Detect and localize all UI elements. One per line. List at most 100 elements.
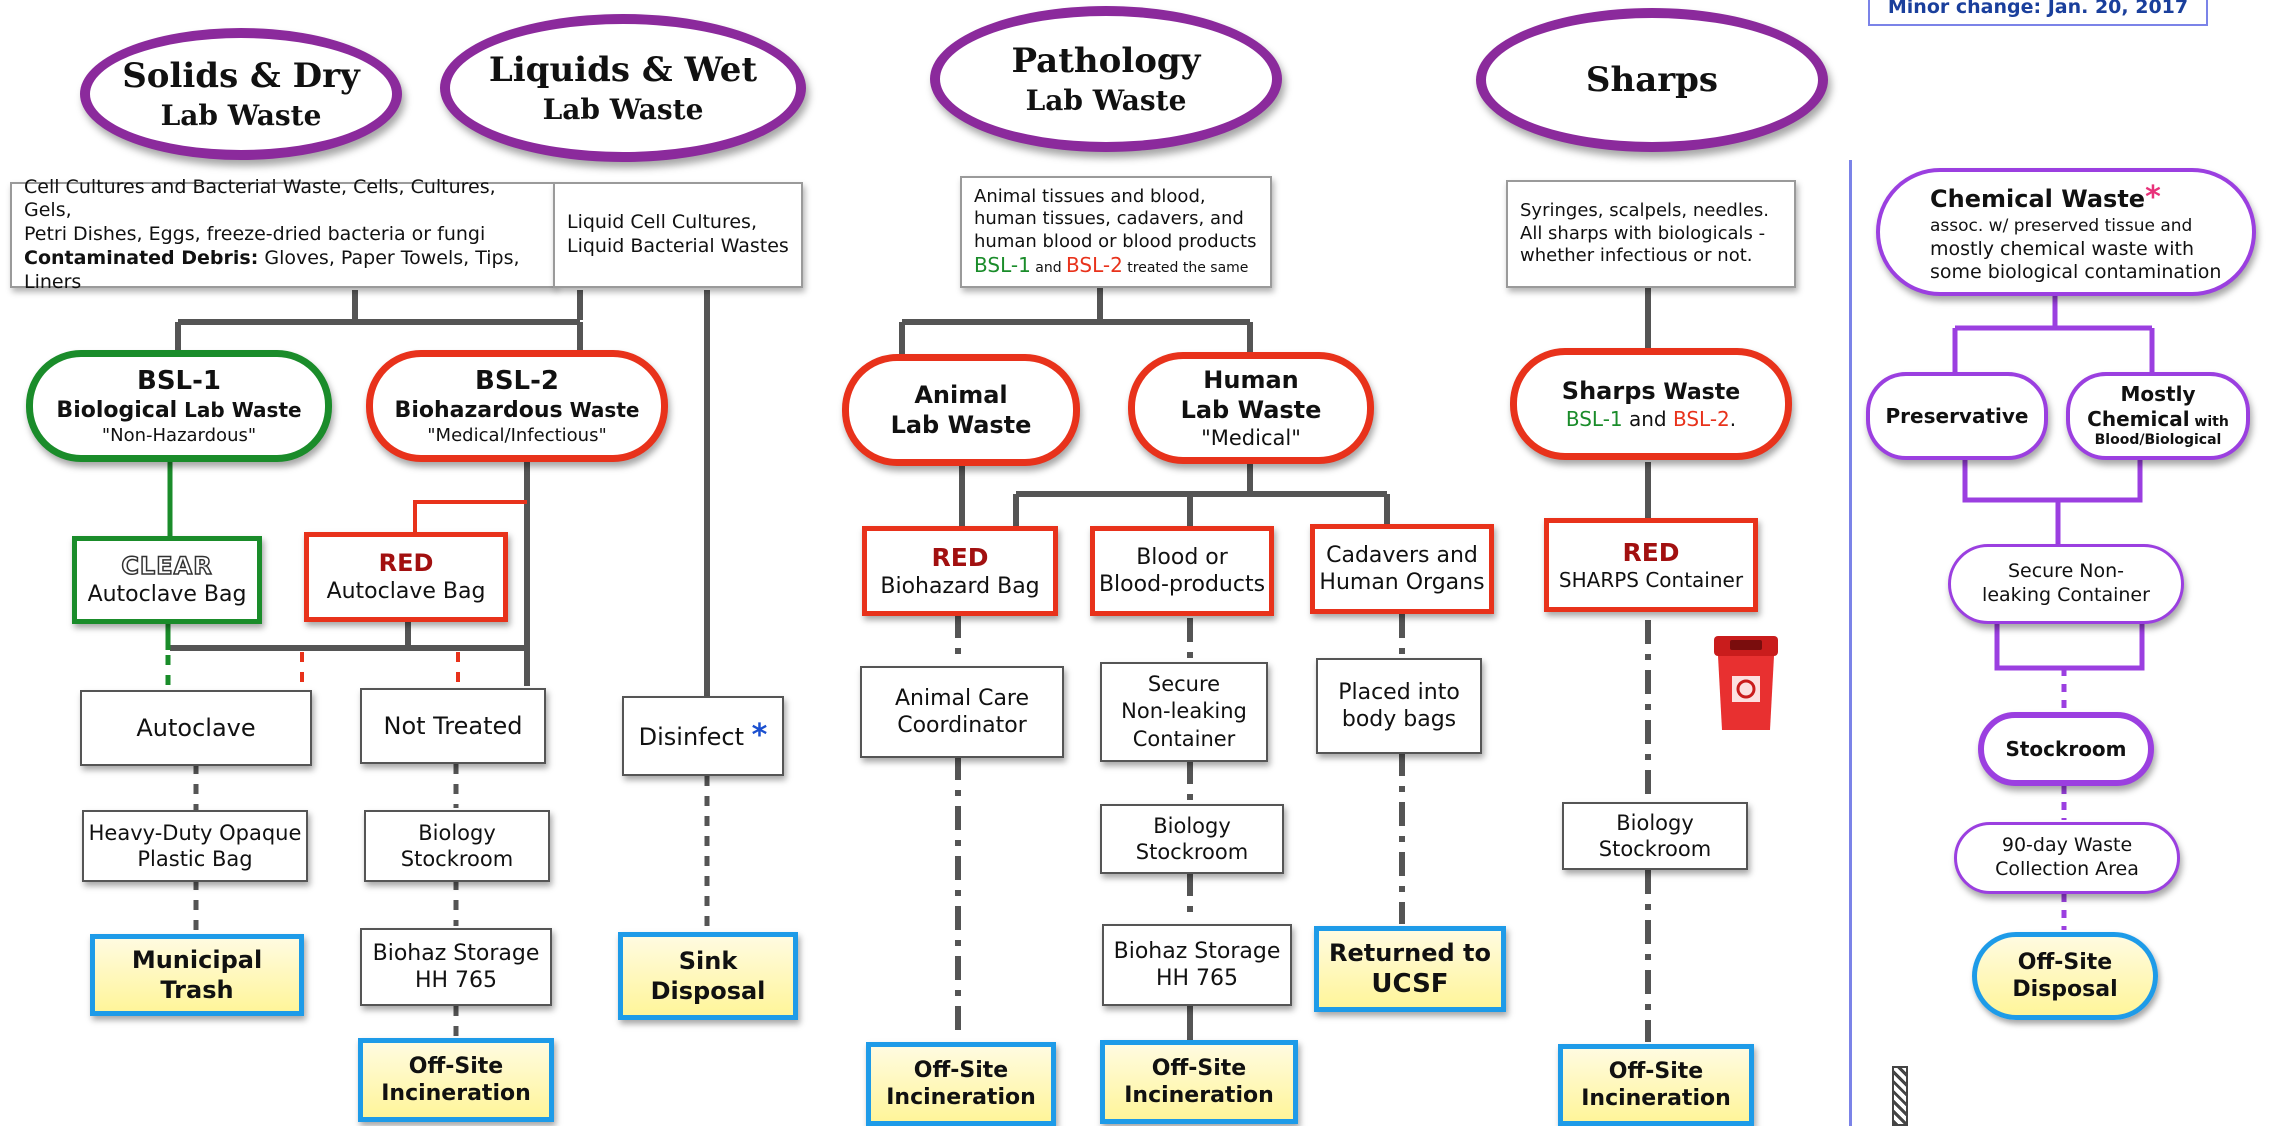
offsite-incineration-2: Off-Site Incineration <box>866 1042 1056 1126</box>
chemical-line1: assoc. w/ preserved tissue and <box>1930 216 2193 237</box>
preservative-pill: Preservative <box>1866 372 2048 460</box>
bsl2-subtitle-rest: Waste <box>562 398 640 423</box>
offsite-incineration-3: Off-Site Incineration <box>1100 1040 1298 1124</box>
category-liquids-title: Liquids & Wet <box>488 50 758 91</box>
autoclave-label: Autoclave <box>136 714 256 742</box>
pathology-bsl2: BSL-2 <box>1066 253 1123 277</box>
returned-line1: Returned to <box>1328 938 1491 967</box>
blood-line1: Blood or <box>1136 544 1228 570</box>
sharps-and: and <box>1622 406 1673 431</box>
red-bag-label: Autoclave Bag <box>326 579 486 605</box>
body-bags-box: Placed into body bags <box>1316 658 1482 754</box>
secure-nonleaking-container: Secure Non- leaking Container <box>1948 544 2184 624</box>
pathology-desc-line2: human tissues, cadavers, and <box>974 208 1244 229</box>
bsl2-pill: BSL-2 Biohazardous Waste "Medical/Infect… <box>366 350 668 462</box>
municipal-line1: Municipal <box>131 946 263 974</box>
returned-line2: UCSF <box>1371 968 1449 999</box>
bio-stock-3-line2: Stockroom <box>1598 837 1712 861</box>
category-solids-title: Solids & Dry <box>122 56 360 97</box>
offsite-inc-1-line1: Off-Site <box>408 1053 504 1079</box>
liquids-desc-line1: Liquid Cell Cultures, <box>567 211 757 234</box>
clear-autoclave-bag: CLEAR Autoclave Bag <box>72 536 262 624</box>
red-sharps-label: SHARPS Container <box>1558 568 1744 593</box>
bsl2-subtitle-bold: Biohazardous <box>394 398 563 424</box>
offsite-inc-4-line1: Off-Site <box>1608 1058 1704 1084</box>
secure-nonleak-line1: Secure Non- <box>2007 560 2125 583</box>
offsite-disposal-line1: Off-Site <box>2017 949 2113 975</box>
hatch-icon <box>1892 1066 1908 1126</box>
offsite-inc-2-line1: Off-Site <box>913 1057 1009 1083</box>
offsite-incineration-1: Off-Site Incineration <box>358 1038 554 1122</box>
pathology-bsl1: BSL-1 <box>974 253 1031 277</box>
cadavers-line1: Cadavers and <box>1326 542 1478 568</box>
solids-desc-line3-text: Gloves, Paper Towels, Tips, Liners <box>24 246 520 293</box>
offsite-disposal: Off-Site Disposal <box>1972 932 2158 1020</box>
revision-note: Minor change: Jan. 20, 2017 <box>1868 0 2208 26</box>
biohaz-storage-box-1: Biohaz Storage HH 765 <box>360 928 552 1006</box>
bio-stock-1-line1: Biology <box>418 820 496 845</box>
not-treated-box: Not Treated <box>360 688 546 764</box>
mostly-chem-line1: Mostly <box>2120 382 2196 407</box>
biohaz-2-line2: HH 765 <box>1155 966 1239 991</box>
sharps-description: Syringes, scalpels, needles. All sharps … <box>1506 180 1796 288</box>
sharps-waste-title-bold: Sharps <box>1561 377 1656 406</box>
category-sharps-title: Sharps <box>1585 59 1719 100</box>
disinfect-box: Disinfect * <box>622 696 784 776</box>
pathology-desc-bsl: BSL-1 and BSL-2 treated the same <box>974 253 1248 279</box>
red-biohazard-label: Biohazard Bag <box>880 573 1040 599</box>
not-treated-label: Not Treated <box>383 712 523 740</box>
body-bags-line1: Placed into <box>1338 679 1460 705</box>
collection-line2: Collection Area <box>1995 858 2139 880</box>
offsite-incineration-4: Off-Site Incineration <box>1558 1044 1754 1126</box>
sharps-waste-pill: Sharps Waste BSL-1 and BSL-2. <box>1510 348 1792 460</box>
sharps-container-icon <box>1708 634 1784 734</box>
solids-desc-line2: Petri Dishes, Eggs, freeze-dried bacteri… <box>24 223 486 246</box>
blood-line2: Blood-products <box>1098 572 1266 597</box>
human-line1: Human <box>1203 365 1299 394</box>
animal-line1: Animal <box>914 381 1008 409</box>
mostly-chem-line2-text: Chemical <box>2087 407 2190 432</box>
offsite-disposal-line2: Disposal <box>2012 977 2118 1002</box>
bsl2-title: BSL-2 <box>475 365 559 396</box>
human-line2: Lab Waste <box>1180 395 1322 424</box>
solids-desc-line1: Cell Cultures and Bacterial Waste, Cells… <box>24 175 496 222</box>
autoclave-box: Autoclave <box>80 690 312 766</box>
returned-to-ucsf: Returned to UCSF <box>1314 926 1506 1012</box>
bsl1-subtitle-rest: Lab Waste <box>177 398 302 423</box>
offsite-inc-3-line2: Incineration <box>1124 1083 1274 1108</box>
minor-change-text: Minor change: Jan. 20, 2017 <box>1887 0 2189 19</box>
cadavers-line2: Human Organs <box>1319 570 1485 595</box>
stockroom-pill: Stockroom <box>1978 712 2154 786</box>
offsite-inc-1-line2: Incineration <box>381 1081 531 1106</box>
offsite-inc-3-line1: Off-Site <box>1151 1055 1247 1081</box>
offsite-inc-2-line2: Incineration <box>886 1085 1036 1110</box>
heavy-duty-bag-box: Heavy-Duty Opaque Plastic Bag <box>82 810 308 882</box>
pathology-tail: treated the same <box>1122 260 1249 276</box>
pathology-desc-line1: Animal tissues and blood, <box>974 185 1206 207</box>
liquids-description: Liquid Cell Cultures, Liquid Bacterial W… <box>553 182 803 288</box>
sharps-waste-title: Sharps Waste <box>1562 376 1740 407</box>
mostly-chem-line3: Blood/Biological <box>2094 432 2222 449</box>
mostly-chem-line2: Chemical with <box>2087 407 2229 432</box>
chemical-line3: some biological contamination <box>1930 261 2222 284</box>
category-solids-subtitle: Lab Waste <box>160 98 322 132</box>
section-divider <box>1849 160 1852 1126</box>
sink-disposal: Sink Disposal <box>618 932 798 1020</box>
blood-products-box: Blood or Blood-products <box>1090 526 1274 616</box>
biology-stockroom-box-1: Biology Stockroom <box>364 810 550 882</box>
sharps-dot: . <box>1729 406 1737 431</box>
animal-line2: Lab Waste <box>890 411 1032 439</box>
category-pathology-title: Pathology <box>1011 41 1201 82</box>
red-autoclave-bag: RED Autoclave Bag <box>304 532 508 622</box>
biohaz-1-line1: Biohaz Storage <box>372 940 540 966</box>
red-biohazard-title: RED <box>931 542 989 572</box>
solids-desc-line3: Contaminated Debris: Gloves, Paper Towel… <box>24 247 542 295</box>
secure-line1: Secure <box>1147 672 1221 697</box>
animal-lab-waste-pill: Animal Lab Waste <box>842 354 1080 466</box>
collection-line1: 90-day Waste <box>2001 834 2133 857</box>
pathology-description: Animal tissues and blood, human tissues,… <box>960 176 1272 288</box>
stockroom-label: Stockroom <box>2005 736 2127 761</box>
disinfect-star: * <box>751 718 768 754</box>
pathology-and: and <box>1030 260 1067 276</box>
